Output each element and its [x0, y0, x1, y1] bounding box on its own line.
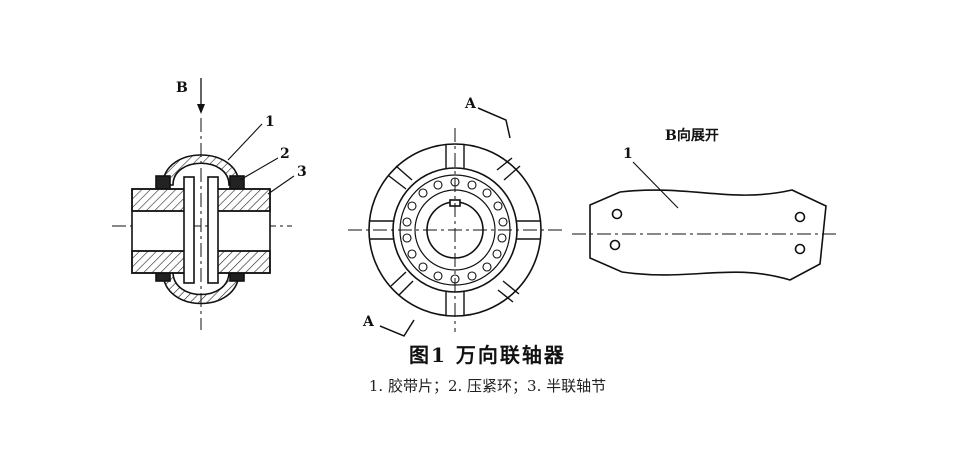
leader-1 [227, 123, 263, 161]
developed-part-label-1: 1 [623, 146, 633, 162]
section-arrow-bottom [379, 319, 415, 337]
section-label-a-top: A [465, 96, 476, 112]
figure-title: 图1 万向联轴器 [409, 343, 566, 367]
part-label-3: 3 [297, 164, 307, 180]
part-label-1: 1 [265, 114, 275, 130]
hole [794, 211, 806, 223]
hole [794, 243, 806, 255]
leader-right-1 [632, 161, 679, 209]
end-view [348, 107, 562, 337]
developed-belt-view [572, 161, 840, 281]
leader-2 [239, 157, 279, 181]
leader-3 [267, 175, 295, 195]
section-arrow-top [477, 107, 511, 139]
flange-right [207, 176, 219, 284]
clamp-ring-top-right [229, 175, 245, 190]
flange-left [183, 176, 195, 284]
arrow-label-b: B [176, 80, 188, 96]
hole [609, 239, 621, 251]
part-label-2: 2 [280, 146, 290, 162]
belt-strip-outline [589, 189, 827, 281]
clamp-ring-top-left [155, 175, 171, 190]
developed-view-title: B向展开 [665, 128, 719, 144]
section-label-a-bottom: A [363, 314, 374, 330]
hole [611, 208, 623, 220]
side-section-view [112, 78, 295, 330]
figure-legend: 1. 胶带片；2. 压紧环；3. 半联轴节 [368, 377, 607, 395]
